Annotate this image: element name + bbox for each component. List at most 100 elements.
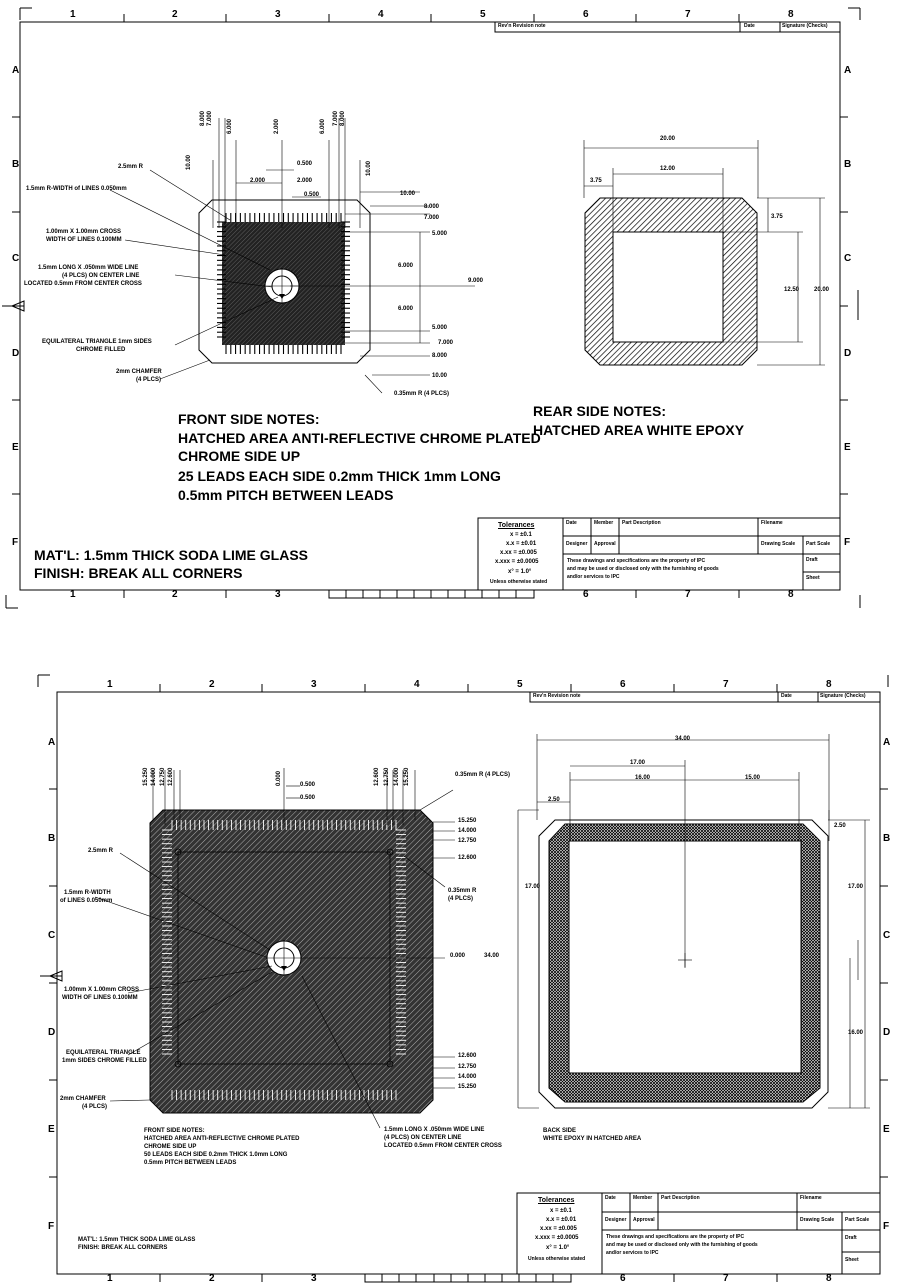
label-chamfer-plcs: (4 PLCS): [136, 377, 162, 383]
zone-col-2: 2: [172, 9, 178, 20]
s2-label-r035-top: 0.35mm R (4 PLCS): [455, 772, 511, 778]
front-note-1: HATCHED AREA ANTI-REFLECTIVE CHROME PLAT…: [178, 430, 541, 446]
s2-finish: FINISH: BREAK ALL CORNERS: [78, 1245, 168, 1251]
s2-dim-top-14000-l: 14.000: [151, 767, 157, 786]
zone-row-c: C: [12, 253, 20, 264]
tb-date: Date: [566, 520, 577, 526]
s2-rear-left-17: 17.00: [525, 884, 541, 890]
s2-front-note-4: 0.5mm PITCH BETWEEN LEADS: [144, 1160, 237, 1166]
zone-row-f: F: [12, 537, 19, 548]
s2-tb-notice-2: and may be used or disclosed only with t…: [606, 1242, 758, 1248]
s2-label-r035a: 0.35mm R: [448, 888, 477, 894]
s2-label-r15b: of LINES 0.050mm: [60, 898, 113, 904]
s2-label-line2: (4 PLCS) ON CENTER LINE: [384, 1135, 462, 1141]
s2-dim-r-14000a: 14.000: [458, 828, 477, 834]
s2-zone-col-6-bottom: 6: [620, 1273, 626, 1284]
s2-label-line3: LOCATED 0.5mm FROM CENTER CROSS: [384, 1143, 502, 1149]
zone-col-8: 8: [788, 9, 794, 20]
s2-date-header: Date: [781, 693, 792, 699]
s2-zone-row-f-right: F: [883, 1221, 890, 1232]
zone-row-b: B: [12, 159, 20, 170]
s2-dim-top-12600-l: 12.600: [168, 767, 174, 786]
s2-label-r035b: (4 PLCS): [448, 896, 474, 902]
dim-h-2: 2.000: [250, 178, 266, 184]
zone-col-3-bottom: 3: [275, 589, 281, 600]
dim-top-6-right: 6.000: [320, 118, 326, 134]
s2-tol-2: x.x = ±0.01: [546, 1217, 577, 1223]
s2-zone-row-d: D: [48, 1027, 56, 1038]
tol-3: x.xx = ±0.005: [500, 550, 537, 556]
s2-tol-3: x.xx = ±0.005: [540, 1226, 577, 1232]
rear-dim-offset: 3.75: [590, 178, 602, 184]
s2-label-cross1: 1.00mm X 1.00mm CROSS: [64, 987, 140, 993]
s2-zone-row-b-right: B: [883, 833, 891, 844]
s2-dim-top-14000-r: 14.000: [394, 767, 400, 786]
tb-sheet: Sheet: [806, 575, 820, 581]
tol-note: Unless otherwise stated: [490, 579, 548, 585]
zone-col-3: 3: [275, 9, 281, 20]
label-r15: 1.5mm R-WIDTH of LINES 0.050mm: [26, 186, 127, 192]
finish-note: FINISH: BREAK ALL CORNERS: [34, 565, 243, 581]
tol-1: x = ±0.1: [510, 532, 532, 538]
s2-revision-header: Rev'n Revision note: [533, 693, 581, 699]
zone-col-6-bottom: 6: [583, 589, 589, 600]
s2-label-chamfer2: (4 PLCS): [82, 1104, 108, 1110]
s2-rear-height: 34.00: [484, 953, 500, 959]
dim-top-6-left: 6.000: [227, 118, 233, 134]
s2-dim-r-12750a: 12.750: [458, 838, 477, 844]
s2-zone-col-2: 2: [209, 679, 215, 690]
s2-label-r15a: 1.5mm R-WIDTH: [64, 890, 111, 896]
s2-tb-part-scale: Part Scale: [845, 1217, 870, 1223]
label-triangle: EQUILATERAL TRIANGLE 1mm SIDES: [42, 339, 152, 345]
tb-part-scale: Part Scale: [806, 541, 831, 547]
material-note: MAT'L: 1.5mm THICK SODA LIME GLASS: [34, 547, 309, 563]
rear-dim-offset-v: 3.75: [771, 214, 783, 220]
label-r25: 2.5mm R: [118, 164, 144, 170]
zone-col-7-bottom: 7: [685, 589, 691, 600]
s2-zone-col-3: 3: [311, 679, 317, 690]
s2-dim-lead-b: 0.500: [300, 795, 316, 801]
dim-right-7a: 7.000: [424, 215, 440, 221]
s2-front-notes-title: FRONT SIDE NOTES:: [144, 1128, 205, 1134]
dim-right-5b: 5.000: [432, 325, 448, 331]
tb-draft: Draft: [806, 557, 818, 563]
s2-tol-5: x° = 1.0°: [546, 1245, 570, 1251]
s2-tb-designer: Designer: [605, 1217, 627, 1223]
drawing-sheet-1: 1 2 3 4 5 6 7 8 1 2 3 6 7 8 A B C D E F …: [0, 0, 902, 610]
s2-rear-inner: 16.00: [635, 775, 651, 781]
zone-row-f-right: F: [844, 537, 851, 548]
s2-tol-1: x = ±0.1: [550, 1208, 572, 1214]
dim-top-8-left: 8.000: [200, 110, 206, 126]
dim-right-8b: 8.000: [432, 353, 448, 359]
s2-zone-col-7-bottom: 7: [723, 1273, 729, 1284]
s2-zone-row-c: C: [48, 930, 56, 941]
rear-dim-inner: 12.00: [660, 166, 676, 172]
tb-notice-3: and/or services to IPC: [567, 574, 620, 580]
label-triangle-fill: CHROME FILLED: [76, 347, 126, 353]
label-line-3: LOCATED 0.5mm FROM CENTER CROSS: [24, 281, 142, 287]
tb-filename: Filename: [761, 520, 783, 526]
dim-top-8-right: 8.000: [340, 110, 346, 126]
s2-zone-col-5: 5: [517, 679, 523, 690]
tb-approval: Approval: [594, 541, 616, 547]
tolerances-title: Tolerances: [498, 522, 535, 529]
zone-col-2-bottom: 2: [172, 589, 178, 600]
dim-right-10b: 10.00: [432, 373, 448, 379]
s2-dim-top-12750-r: 12.750: [384, 767, 390, 786]
s2-label-tri2: 1mm SIDES CHROME FILLED: [62, 1058, 147, 1064]
s2-zone-row-f: F: [48, 1221, 55, 1232]
s2-rear-notes-title: BACK SIDE: [543, 1128, 577, 1134]
s2-dim-top-15250-r: 15.250: [404, 767, 410, 786]
s2-dim-top-12750-l: 12.750: [160, 767, 166, 786]
front-notes-title: FRONT SIDE NOTES:: [178, 411, 320, 427]
s2-front-note-2: CHROME SIDE UP: [144, 1144, 197, 1150]
date-header: Date: [744, 23, 755, 29]
s2-zone-row-c-right: C: [883, 930, 891, 941]
s2-zone-col-6: 6: [620, 679, 626, 690]
s2-dim-top-15250-l: 15.250: [143, 767, 149, 786]
s2-label-cross2: WIDTH OF LINES 0.100MM: [62, 995, 138, 1001]
s2-rear-width: 34.00: [675, 736, 691, 742]
tb-designer: Designer: [566, 541, 588, 547]
s2-tb-draft: Draft: [845, 1235, 857, 1241]
s2-material: MAT'L: 1.5mm THICK SODA LIME GLASS: [78, 1237, 196, 1243]
